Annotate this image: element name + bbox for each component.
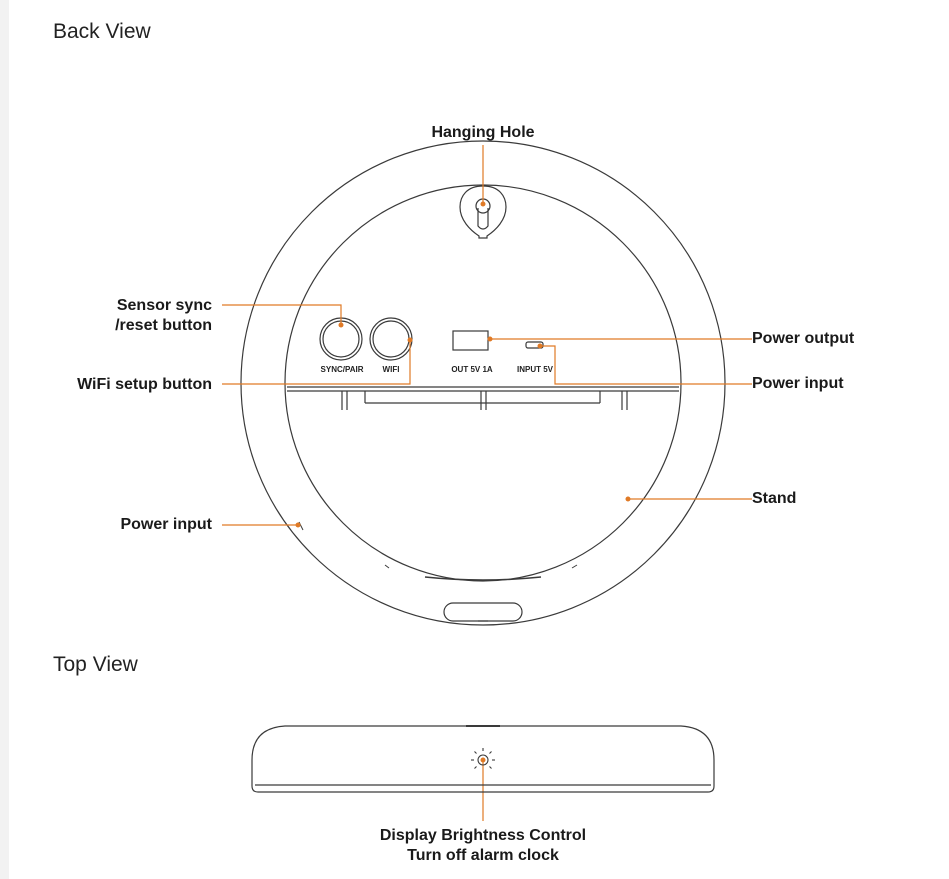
wifi-button — [369, 317, 413, 361]
clock-body — [240, 140, 726, 626]
brightness-label-line1: Display Brightness Control — [379, 827, 587, 844]
sun-icon — [471, 748, 495, 769]
usb-in-port — [525, 341, 544, 349]
power-input-left-label: Power input — [120, 516, 212, 533]
wifi-port-label: WIFI — [383, 365, 400, 374]
back-view-title: Back View — [53, 20, 151, 43]
out-port-label: OUT 5V 1A — [451, 365, 493, 374]
side-marks — [298, 521, 578, 569]
bottom-foot — [443, 602, 523, 622]
power-output-label: Power output — [752, 330, 855, 347]
leader-lines — [222, 145, 752, 821]
top-view-title: Top View — [53, 653, 138, 676]
stand — [287, 386, 679, 581]
inner-face — [284, 184, 682, 582]
stand-label: Stand — [752, 490, 797, 507]
brightness-label-line2: Turn off alarm clock — [407, 847, 559, 864]
power-input-right-label: Power input — [752, 375, 844, 392]
sync-pair-port-label: SYNC/PAIR — [321, 365, 364, 374]
usb-out-port — [452, 330, 489, 351]
leader-dots — [295, 201, 631, 763]
hanging-hole-label: Hanging Hole — [431, 124, 535, 141]
outer-ring — [240, 140, 726, 626]
sensor-sync-label-line2: /reset button — [115, 317, 212, 334]
wifi-setup-label: WiFi setup button — [77, 376, 212, 393]
sensor-sync-label-line1: Sensor sync — [116, 297, 212, 314]
left-rail — [0, 0, 9, 879]
input-port-label: INPUT 5V — [517, 365, 554, 374]
top-view-body — [251, 725, 715, 793]
